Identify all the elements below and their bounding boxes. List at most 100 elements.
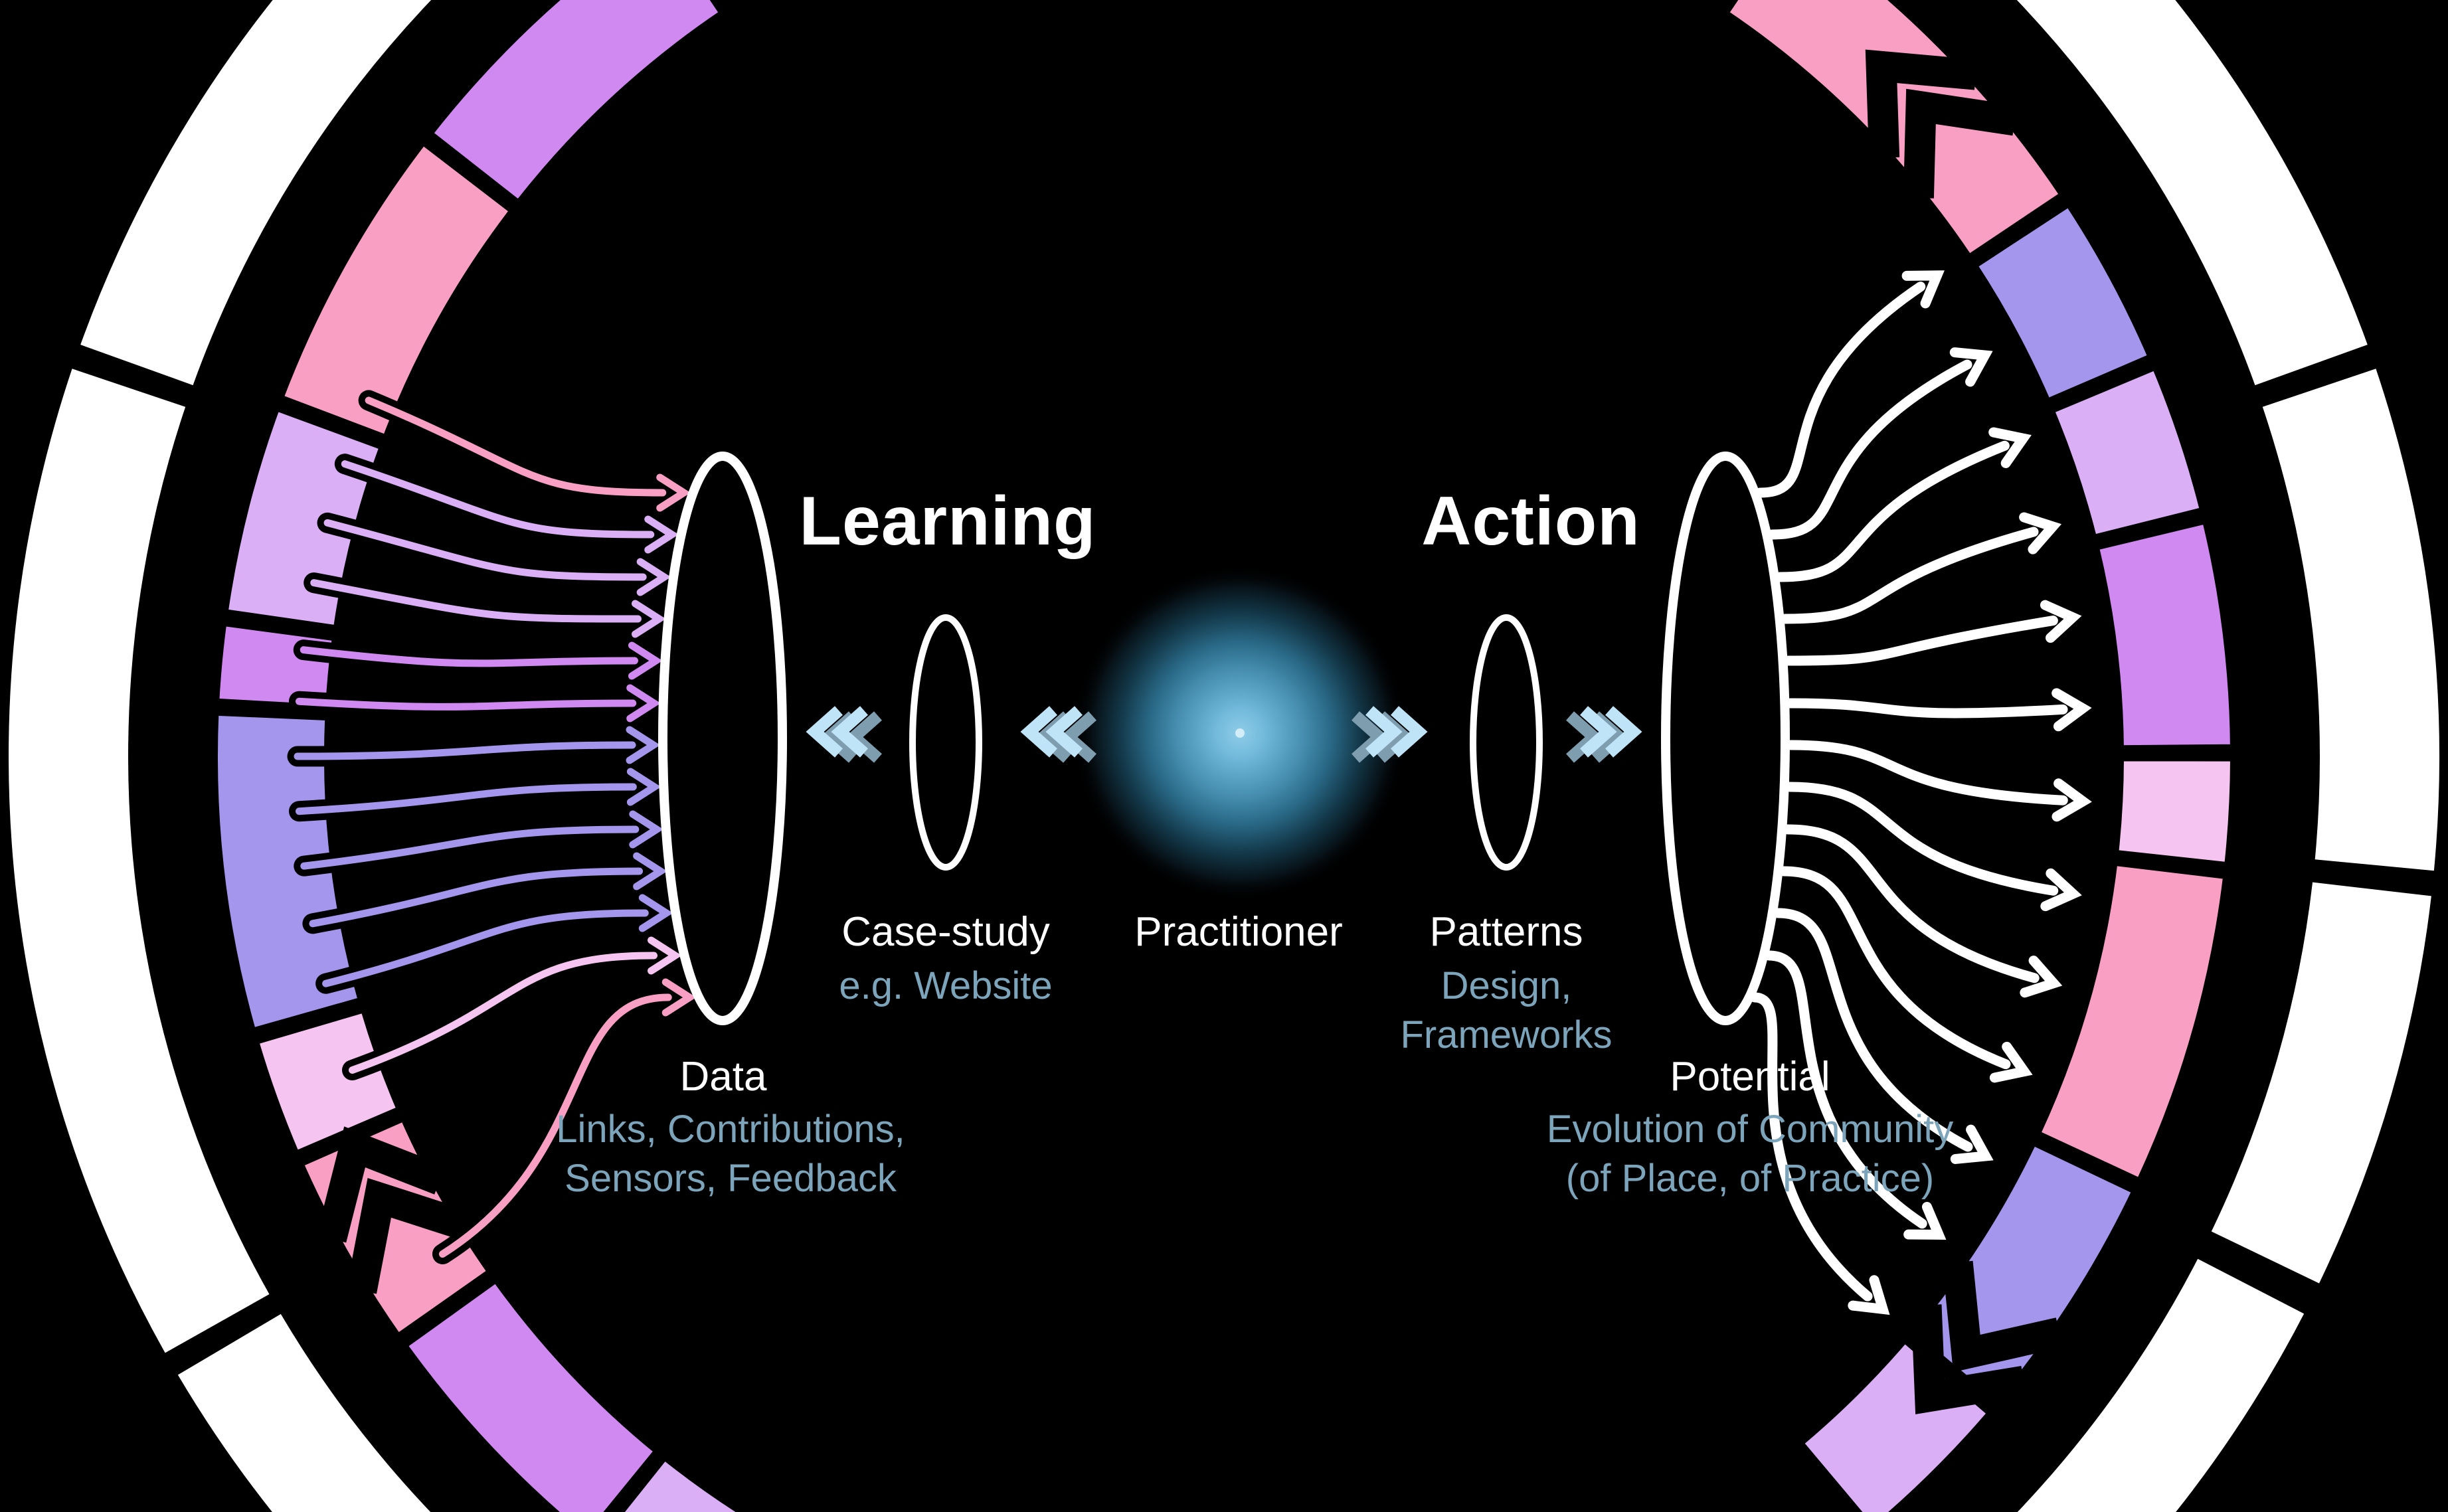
outer-ring-segment	[2017, 1258, 2305, 1512]
inflow-arrow	[348, 952, 658, 1074]
inflow-arrow	[322, 909, 649, 987]
inflow-arrows	[287, 390, 709, 1265]
ring-segment-orchid	[400, 1276, 661, 1512]
outer-ring-segment	[2262, 369, 2439, 871]
ring-segment-pink	[2034, 859, 2230, 1185]
inflow-arrow	[300, 825, 640, 870]
inflow-arrow-head	[629, 810, 664, 849]
patterns-sublabel: Design, Frameworks	[1400, 964, 1613, 1057]
potential-label: Potential	[1670, 1054, 1830, 1100]
outflow-arrow	[1785, 740, 2068, 805]
outflow-arrow	[1782, 824, 2040, 983]
outflow-arrow-head	[2052, 688, 2092, 732]
inflow-arrow-head	[631, 600, 666, 638]
inflow-arrow	[294, 741, 636, 760]
inflow-arrow	[323, 519, 647, 581]
potential-lens	[1661, 452, 1790, 1025]
outflow-arrow-head	[1949, 347, 1993, 387]
outer-ring-segment	[2016, 0, 2368, 386]
inflow-arrow-head	[633, 852, 667, 890]
flow-direction-chevrons	[806, 706, 1642, 763]
patterns-label: Patterns	[1429, 909, 1583, 955]
outflow-arrow	[1785, 698, 2068, 718]
motion-chevron-cut	[346, 1177, 472, 1294]
ring-segment-periwinkle	[1970, 200, 2155, 406]
forward-chevron-icon	[1391, 706, 1428, 758]
practitioner-label: Practitioner	[1134, 909, 1343, 955]
inflow-arrow	[295, 783, 637, 815]
ring-segment-pink	[277, 138, 516, 442]
outflow-arrow-head	[2052, 778, 2092, 822]
outflow-arrow	[1773, 908, 1973, 1152]
lenses	[658, 452, 1790, 1025]
data-label: Data	[679, 1054, 767, 1100]
motion-chevron-cut	[1903, 88, 2018, 199]
patterns-lens	[1470, 614, 1543, 871]
ring-segment-orchid	[426, 0, 727, 207]
outflow-arrow	[1775, 440, 2010, 582]
motion-chevron-cut	[1942, 1260, 2063, 1373]
inflow-arrow-head	[661, 978, 697, 1017]
outflow-arrow-head	[1848, 1275, 1890, 1315]
forward-chevron-icon	[1365, 706, 1403, 758]
rewind-chevron-icon	[1020, 706, 1057, 758]
case-study-label: Case-study	[841, 909, 1050, 955]
outflow-arrow-head	[2040, 600, 2082, 643]
outer-ring-segment	[80, 0, 432, 386]
outflow-arrow	[1785, 782, 2059, 896]
ring-motion-chevrons	[316, 49, 2063, 1414]
inflow-arrow	[310, 579, 642, 623]
rewind-chevron-icon	[831, 706, 868, 758]
inflow-arrow-head	[628, 641, 663, 680]
ring-segment-palePink	[252, 1006, 404, 1157]
outflow-arrow-head	[1903, 1201, 1947, 1240]
outflow-arrow-head	[2020, 956, 2063, 998]
outer-ring-segment	[177, 1313, 431, 1512]
inflow-arrow-head	[626, 726, 661, 764]
outflow-arrows	[1749, 270, 2092, 1315]
inflow-arrow-head	[648, 936, 682, 975]
rewind-chevron-icon	[806, 706, 843, 758]
outflow-arrow-head	[1950, 1124, 1994, 1164]
inflow-arrow	[309, 867, 644, 928]
outflow-arrow-head	[2040, 868, 2082, 912]
inflow-arrow-head	[656, 473, 691, 512]
outer-ring-segment	[2211, 882, 2431, 1284]
motion-chevron-cut	[1911, 1304, 2026, 1414]
forward-chevron-icon	[1580, 706, 1617, 758]
action-title: Action	[1421, 483, 1640, 560]
learning-title: Learning	[799, 483, 1096, 560]
outflow-arrow-head	[1988, 427, 2032, 468]
outer-ring-segment	[8, 369, 270, 1353]
outflow-arrow	[1783, 616, 2058, 666]
inflow-arrow-head	[626, 768, 661, 806]
rewind-chevron-icon	[1045, 706, 1083, 758]
forward-chevron-icon	[1605, 706, 1642, 758]
inflow-arrow	[365, 396, 667, 497]
outer-ring	[8, 0, 2439, 1512]
inflow-arrow	[341, 460, 655, 539]
case-study-lens	[909, 614, 982, 871]
data-lens	[658, 452, 787, 1025]
outflow-arrow	[1778, 866, 2011, 1070]
outflow-arrow-head	[2019, 512, 2062, 554]
data-sublabel: Links, Contributions, Sensors, Feedback	[556, 1108, 905, 1201]
ring-segment-palePink	[2112, 754, 2237, 869]
potential-sublabel: Evolution of Community (of Place, of Pra…	[1546, 1108, 1954, 1201]
inflow-arrow	[438, 993, 672, 1258]
outflow-arrow-head	[1901, 270, 1945, 309]
ring-segment-orchid	[2092, 517, 2237, 752]
inflow-arrow	[300, 646, 638, 667]
ring-segment-periwinkle	[211, 709, 365, 1035]
outflow-arrow	[1749, 992, 1873, 1302]
inflow-arrow-head	[638, 894, 673, 932]
ring-segment-lilac	[2048, 363, 2207, 542]
outflow-arrow	[1755, 282, 1926, 498]
inflow-arrow-head	[644, 515, 679, 554]
ring-segment-lilac	[616, 1454, 748, 1512]
outflow-arrow	[1763, 950, 1927, 1229]
outflow-arrow-head	[1989, 1041, 2033, 1083]
motion-chevron-cut	[316, 1126, 446, 1243]
